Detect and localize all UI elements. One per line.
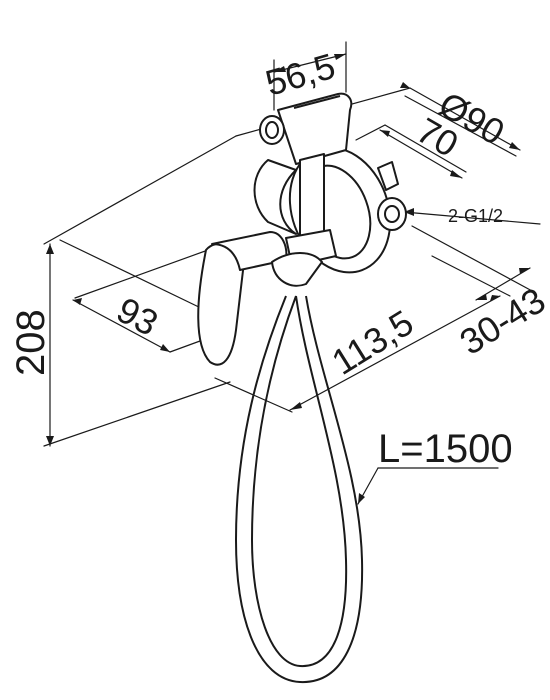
dim-width-top: 56,5 [261,45,340,104]
shower-hose [234,295,364,684]
dim-depth: 93 [110,289,165,344]
dim-hose-length: L=1500 [378,427,513,471]
dimension-arrows [46,54,530,504]
dim-height: 208 [9,309,53,376]
dim-connection: 2-G1/2 [448,206,503,226]
mixer-body [197,92,407,366]
dim-length: 113,5 [325,302,421,383]
